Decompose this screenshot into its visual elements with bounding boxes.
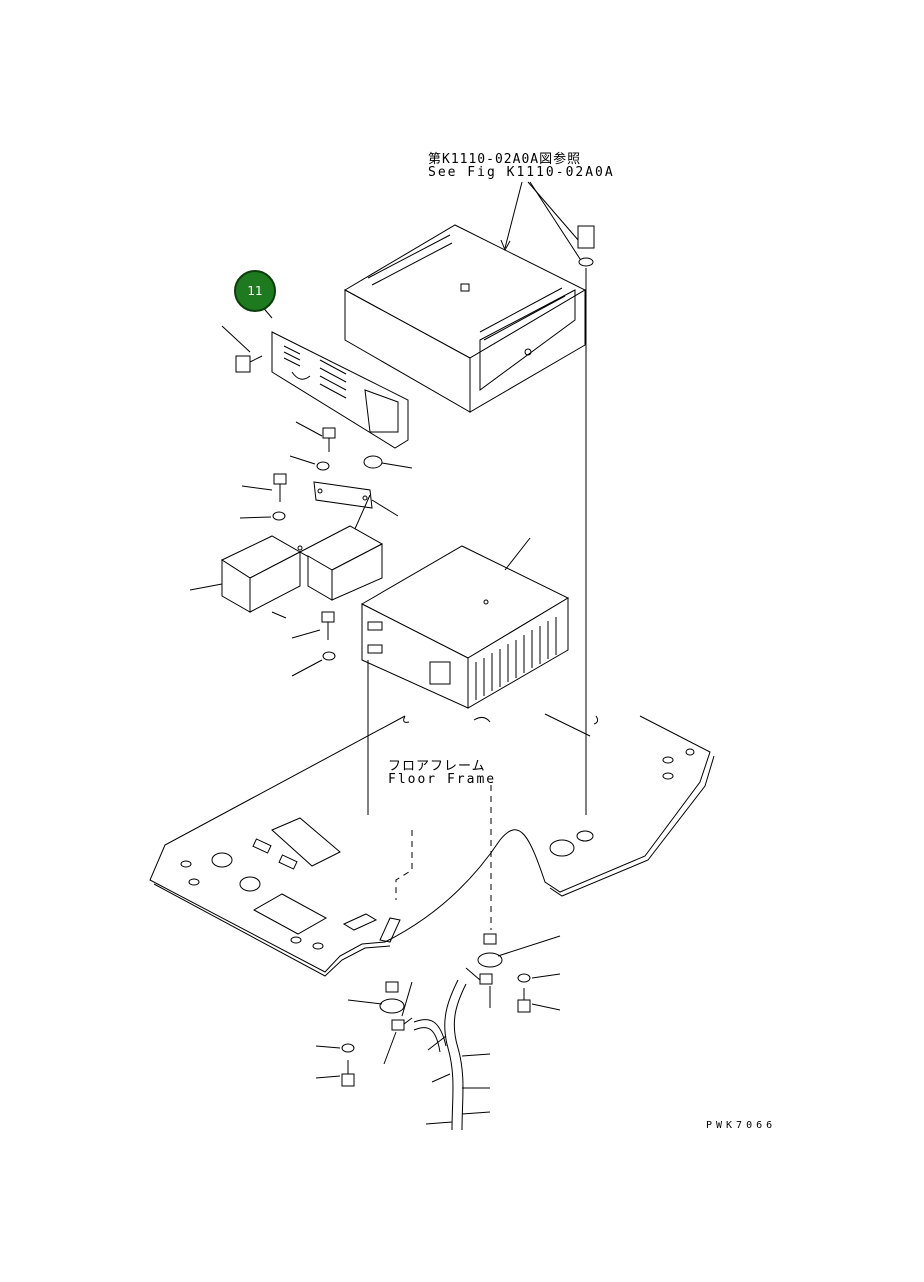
floor-frame-label-jp: フロアフレーム xyxy=(388,759,486,774)
controller-unit xyxy=(360,537,570,723)
floor-frame xyxy=(149,713,715,977)
bolt xyxy=(241,473,287,502)
washer xyxy=(517,973,561,983)
bolt xyxy=(295,421,336,452)
bolt xyxy=(517,988,561,1013)
elbow-fitting xyxy=(383,967,493,1065)
washer xyxy=(239,511,286,521)
routing-line xyxy=(395,830,413,900)
drawing-number: PWK7066 xyxy=(706,1120,777,1131)
nut xyxy=(385,981,399,993)
vented-cover-plate xyxy=(254,297,409,449)
clamp xyxy=(347,998,405,1014)
floor-frame-label-en: Floor Frame xyxy=(388,772,497,787)
nut xyxy=(483,933,497,945)
air-duct xyxy=(189,525,384,619)
bolt xyxy=(315,1060,355,1087)
washer xyxy=(315,1043,355,1053)
grommet xyxy=(363,455,413,469)
washer xyxy=(291,651,336,677)
clamp xyxy=(477,935,561,968)
top-bracket xyxy=(343,224,587,413)
bolt xyxy=(291,611,335,640)
reference-arrows xyxy=(500,181,586,263)
reference-label-jp: 第K1110-02A0A図参照 xyxy=(428,152,582,167)
callout-number: 11 xyxy=(247,284,263,298)
bolt xyxy=(577,225,595,267)
bolt xyxy=(221,325,263,373)
hose xyxy=(413,979,491,1131)
small-bracket-plate xyxy=(313,481,399,541)
reference-label-en: See Fig K1110-02A0A xyxy=(428,165,615,180)
callout-marker-11[interactable]: 11 xyxy=(234,270,276,312)
washer xyxy=(289,455,330,471)
